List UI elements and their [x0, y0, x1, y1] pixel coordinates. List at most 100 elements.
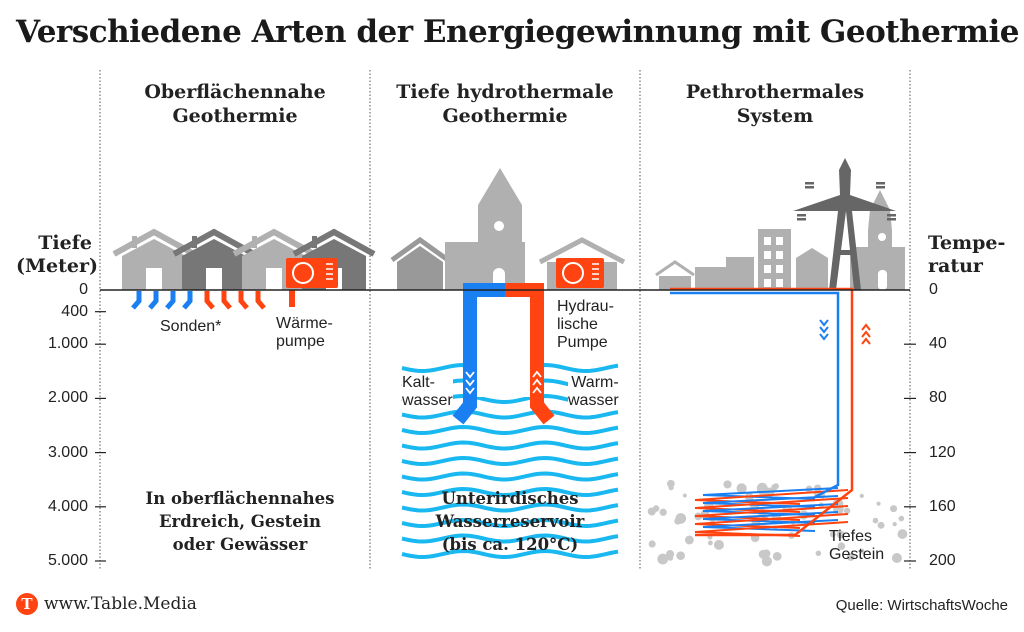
rock-particle [682, 493, 687, 498]
window [776, 265, 783, 273]
label-line: wasser [402, 392, 453, 409]
water-wave [401, 425, 619, 436]
house-icon-door [146, 268, 162, 290]
desc-line: oder Gewässer [172, 535, 308, 554]
depth-tick-label: 3.000 [47, 443, 88, 461]
cold-probe-icon [165, 291, 176, 310]
cold-loop [702, 519, 839, 532]
label-line: Warm- [571, 374, 619, 391]
window [776, 251, 783, 259]
brand-link[interactable]: www.Table.Media [44, 594, 197, 614]
up-arrow-icon [532, 378, 542, 386]
house-icon-chimney [132, 236, 137, 248]
label-line: wasser [568, 392, 619, 409]
house-roof [390, 236, 450, 263]
house-icon-door [206, 268, 222, 290]
heat-pump-label: Wärme- pumpe [276, 315, 333, 351]
up-arrow-icon [861, 323, 871, 331]
cold-probe-icon [148, 291, 159, 310]
house-icon-roof [112, 228, 196, 257]
desc-line: Erdreich, Gestein [158, 512, 322, 531]
probes-label: Sonden* [160, 318, 222, 335]
rock-particle [836, 530, 845, 539]
rock-particle [668, 484, 674, 491]
apartment-block-icon [758, 229, 791, 290]
rock-particle [815, 550, 822, 557]
rock-particle [892, 522, 897, 527]
heading-line: Geothermie [172, 105, 298, 127]
down-arrow-icon [465, 379, 475, 387]
rock-particle [890, 505, 898, 513]
temp-tick-label: 0 [929, 281, 938, 298]
window [764, 251, 771, 259]
rock-particle [829, 531, 836, 538]
house-roof [655, 260, 695, 277]
column-heading-surface: Oberflächennahe Geothermie [100, 80, 370, 128]
hydraulic-pump-label: Hydrau- lische Pumpe [557, 298, 614, 352]
warm-probe-icon [221, 291, 232, 310]
cold-loop [702, 511, 839, 524]
window [776, 237, 783, 245]
depth-tick-label: 1.000 [47, 335, 88, 353]
depth-axis-title: Tiefe (Meter) [16, 232, 98, 278]
power-pylon-icon [793, 158, 896, 211]
building-icon [796, 248, 828, 290]
heading-line: Pethrothermales [685, 81, 865, 103]
rock-particle [859, 548, 865, 554]
water-wave [401, 440, 619, 451]
rock-particle [707, 540, 713, 546]
label-line: pumpe [276, 333, 325, 350]
rock-particle [891, 552, 902, 564]
rock-particle [846, 553, 855, 561]
label-line: Wärme- [276, 315, 333, 332]
house-icon-body [122, 239, 186, 290]
cold-water-label: Kalt- wasser [402, 374, 453, 410]
rock-particle [648, 540, 656, 548]
house-icon-roof [172, 228, 256, 257]
desc-line: (bis ca. 120°C) [441, 535, 579, 554]
cold-loop [702, 503, 839, 516]
rock-particle [771, 484, 778, 491]
label-line: Kalt- [402, 374, 435, 391]
down-arrow-icon [819, 326, 829, 334]
rock-particle [758, 549, 768, 559]
page-title: Verschiedene Arten der Energiegewinnung … [16, 14, 1020, 50]
temp-tick-label: 120 [929, 443, 956, 461]
rock-particle [872, 517, 879, 524]
label-line: Hydrau- [557, 298, 614, 315]
heading-line: Oberflächennahe [144, 81, 326, 103]
heat-pump-pipe [289, 290, 295, 307]
hydraulic-pump-icon-fan [562, 262, 584, 284]
temp-tick-label: 80 [929, 389, 947, 407]
up-arrow-icon [532, 370, 542, 378]
column-heading-hydrothermal: Tiefe hydrothermale Geothermie [370, 80, 640, 128]
rock-particle [900, 533, 906, 539]
rock-particle [898, 515, 905, 522]
insulator-icon [887, 218, 896, 221]
temp-tick-label: 160 [929, 497, 956, 515]
house-icon-chimney [312, 236, 317, 248]
desc-line: Unterirdisches [441, 489, 579, 508]
rock-particle [736, 483, 747, 494]
rock-particle [659, 508, 667, 516]
church-window [878, 233, 886, 241]
water-wave [401, 487, 619, 498]
up-arrow-icon [861, 330, 871, 338]
heading-line: Tiefe hydrothermale [396, 81, 614, 103]
label-line: Gestein [829, 546, 885, 563]
label-line: Tiefes [829, 528, 872, 545]
house-roof [538, 237, 626, 265]
depth-tick-label: 2.000 [47, 389, 88, 407]
down-arrow-icon [819, 319, 829, 327]
rock-particle [772, 551, 782, 561]
column-heading-petrothermal: Pethrothermales System [640, 80, 910, 128]
rock-particle [676, 551, 685, 561]
rock-particle [877, 521, 885, 529]
label-line: Pumpe [557, 334, 608, 351]
rock-particle [674, 517, 682, 525]
house-icon-roof [232, 228, 316, 257]
rock-particle [837, 542, 846, 550]
up-arrow-icon [861, 337, 871, 345]
